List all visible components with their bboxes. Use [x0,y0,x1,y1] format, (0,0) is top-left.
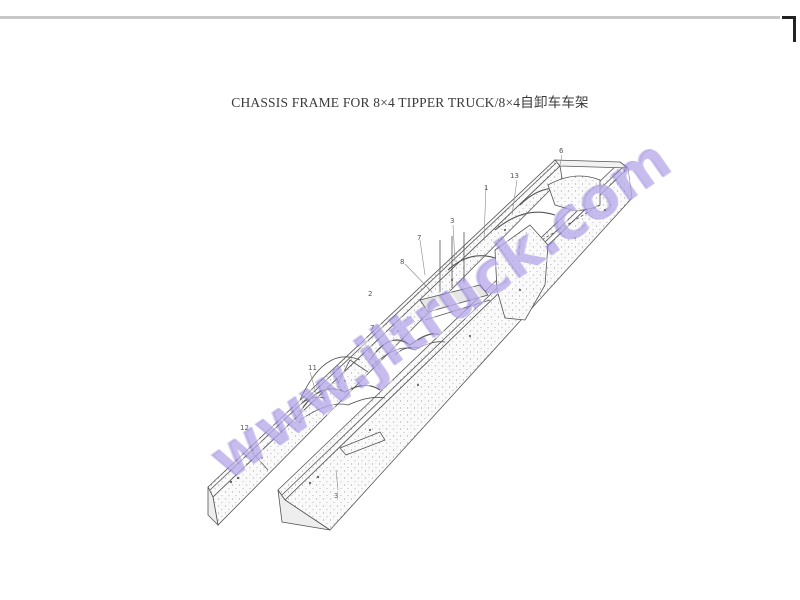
callout-2: 2 [368,290,372,298]
callout-12: 12 [240,424,249,432]
page-title: CHASSIS FRAME FOR 8×4 TIPPER TRUCK/8×4自卸… [231,95,589,110]
callout-8-mid: 8 [368,347,372,355]
bolt-holes [229,208,607,485]
callout-leaders [309,154,563,491]
scan-corner-mark [782,16,796,42]
callout-13: 13 [510,172,519,180]
callout-7-mid: 7 [370,324,374,332]
front-hanger [547,175,601,211]
front-end-cap [554,159,630,169]
front-spring-bracket [494,224,549,321]
right-rail-rear-tip [277,489,331,531]
callout-3-rear: 3 [334,492,338,500]
scan-top-edge [0,16,780,19]
right-rail-flange [284,167,633,531]
left-rail-rear-tip [207,486,219,527]
callout-11: 11 [308,364,317,372]
callout-8-front: 8 [400,258,404,266]
callout-3-front: 3 [450,217,454,225]
callout-6: 6 [559,147,564,155]
callout-1: 1 [484,184,488,192]
callout-7-front: 7 [417,234,421,242]
crossmembers [249,187,601,471]
